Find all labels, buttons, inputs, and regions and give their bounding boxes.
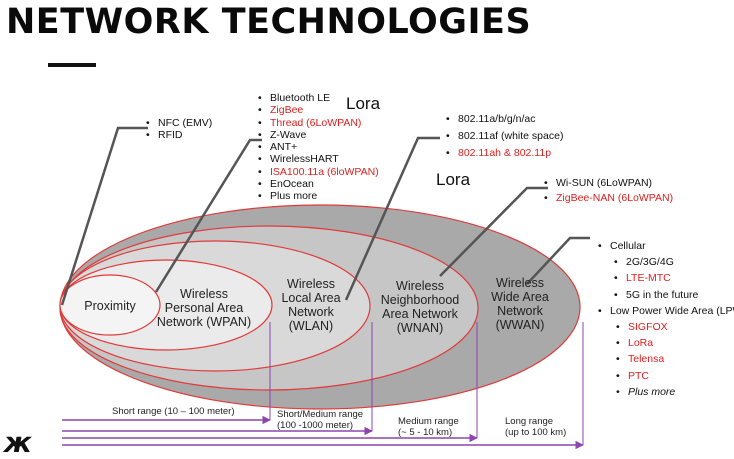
- tech-list-item: Plus more: [596, 384, 734, 400]
- wnan-label: (WNAN): [397, 321, 444, 335]
- title-underline: [48, 63, 96, 67]
- short-medium-range-label: (100 -1000 meter): [277, 420, 353, 431]
- wnan-connector: [439, 186, 548, 277]
- tech-list-item: 2G/3G/4G: [596, 254, 734, 270]
- logo: ж: [1, 426, 35, 459]
- tech-list-item: ZigBee: [256, 104, 379, 117]
- wlan-label: Local Area: [281, 291, 340, 305]
- tech-list-item: Cellular: [596, 238, 734, 254]
- tech-list-item: 802.11af (white space): [444, 128, 563, 145]
- medium-range-label: Medium range: [398, 416, 459, 427]
- tech-list-item: EnOcean: [256, 178, 379, 191]
- tech-list-item: ANT+: [256, 141, 379, 154]
- proximity-connector: [60, 126, 148, 306]
- tech-list-item: Plus more: [256, 190, 379, 203]
- tech-list-item: WirelessHART: [256, 153, 379, 166]
- tech-list-item: ISA100.11a (6loWPAN): [256, 166, 379, 179]
- tech-list-item: Telensa: [596, 351, 734, 367]
- proximity-tech-list: NFC (EMV)RFID: [144, 117, 212, 142]
- wlan-tech-list: 802.11a/b/g/n/ac802.11af (white space)80…: [444, 111, 563, 162]
- wnan-label: Area Network: [382, 307, 458, 321]
- wwan-connector: [526, 236, 590, 285]
- proximity-label: Proximity: [84, 299, 136, 313]
- long-range-label: (up to 100 km): [505, 427, 566, 438]
- tech-list-item: Low Power Wide Area (LPWAN): [596, 303, 734, 319]
- tech-list-item: Z-Wave: [256, 129, 379, 142]
- wwan-label: (WWAN): [496, 318, 545, 332]
- tech-list-item: RFID: [144, 129, 212, 142]
- tech-list-item: LTE-MTC: [596, 270, 734, 286]
- wwan-tech-list: Cellular2G/3G/4GLTE-MTC5G in the futureL…: [596, 238, 734, 400]
- wlan-connector: [344, 136, 440, 301]
- wwan-label: Wireless: [496, 276, 544, 290]
- wpan-label: Wireless: [180, 287, 228, 301]
- wnan-label: Neighborhood: [381, 293, 460, 307]
- tech-list-item: 802.11a/b/g/n/ac: [444, 111, 563, 128]
- tech-list-item: 802.11ah & 802.11p: [444, 145, 563, 162]
- wwan-label: Wide Area: [491, 290, 549, 304]
- wlan-label: Wireless: [287, 277, 335, 291]
- wwan-label: Network: [497, 304, 544, 318]
- tech-list-item: 5G in the future: [596, 287, 734, 303]
- proximity-ellipse: [59, 274, 161, 336]
- wnan-tech-list: Wi-SUN (6LoWPAN)ZigBee-NAN (6LoWPAN): [542, 176, 673, 207]
- tech-list-item: LoRa: [596, 335, 734, 351]
- tech-list-item: PTC: [596, 368, 734, 384]
- lora-annotation: Lora: [436, 170, 471, 189]
- wnan-label: Wireless: [396, 279, 444, 293]
- wlan-label: (WLAN): [289, 319, 333, 333]
- tech-list-item: Bluetooth LE: [256, 92, 379, 105]
- tech-list-item: NFC (EMV): [144, 117, 212, 130]
- wlan-label: Network: [288, 305, 335, 319]
- tech-list-item: SIGFOX: [596, 319, 734, 335]
- long-range-label: Long range: [505, 416, 553, 427]
- page-title: NETWORK TECHNOLOGIES: [6, 2, 532, 42]
- wpan-label: Network (WPAN): [157, 315, 251, 329]
- short-range-label: Short range (10 – 100 meter): [112, 406, 235, 417]
- wpan-tech-list: Bluetooth LEZigBeeThread (6LoWPAN)Z-Wave…: [256, 92, 379, 203]
- tech-list-item: Thread (6LoWPAN): [256, 117, 379, 130]
- medium-range-label: (~ 5 - 10 km): [398, 427, 452, 438]
- tech-list-item: Wi-SUN (6LoWPAN): [542, 176, 673, 192]
- wpan-label: Personal Area: [165, 301, 244, 315]
- short-medium-range-label: Short/Medium range: [277, 409, 363, 420]
- lora-annotation: Lora: [346, 94, 381, 113]
- tech-list-item: ZigBee-NAN (6LoWPAN): [542, 191, 673, 207]
